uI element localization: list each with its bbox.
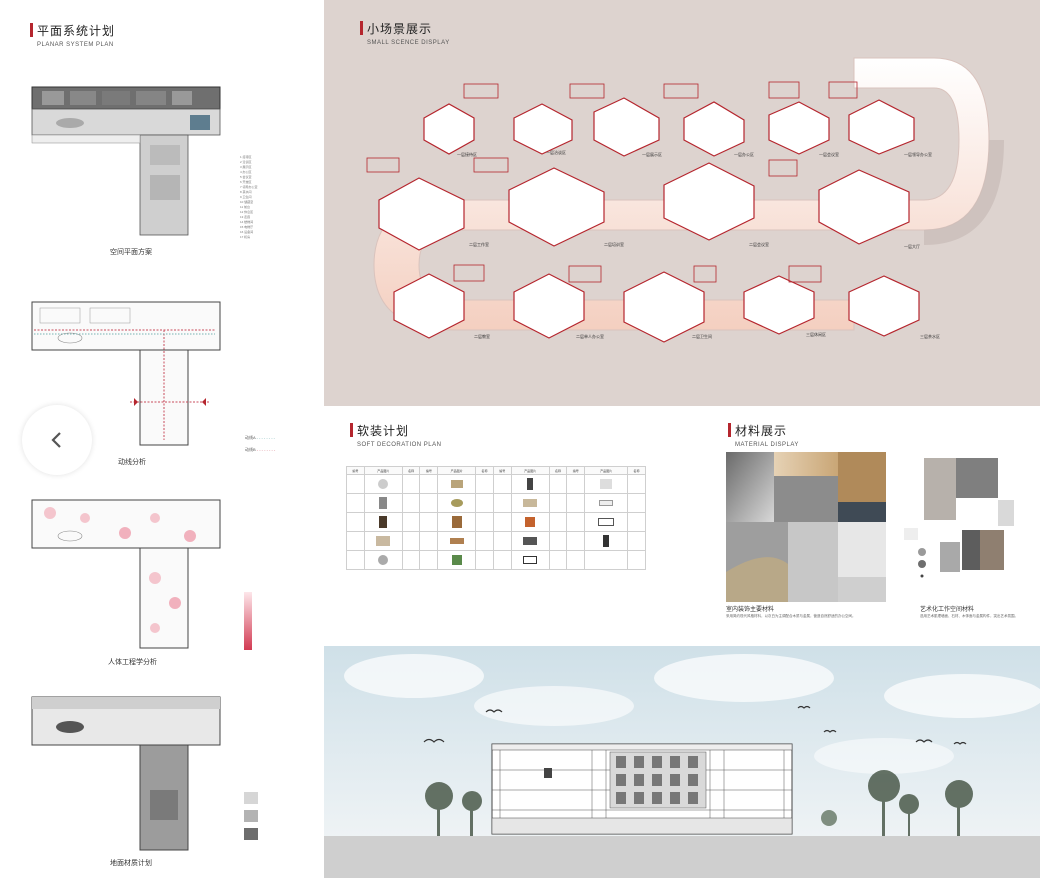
soft-decoration-table: 编号 产品图片 名称 编号 产品图片 名称 编号 产品图片 名称 编号 产品图片… [346, 466, 646, 570]
scene-label-14: 三层休闲区 [806, 332, 826, 337]
material-title-cn: 材料展示 [735, 424, 788, 438]
floor-plan-layout [31, 86, 221, 236]
floor-plan-circulation [31, 301, 221, 446]
soft-title-cn: 软装计划 [357, 424, 410, 438]
scene-label-15: 三层茶水区 [920, 334, 940, 339]
planar-title-en: PLANAR SYSTEM PLAN [37, 42, 114, 48]
scene-label-12: 二层单人办公室 [576, 334, 604, 339]
table-row [346, 474, 646, 494]
scene-label-1: 一层洽谈区 [546, 150, 566, 155]
scene-label-11: 二层教室 [474, 334, 490, 339]
plan-caption-circulation: 动线分析 [118, 459, 146, 466]
circulation-legend-b: 动线B - - - - - - - - [245, 447, 276, 452]
scene-label-2: 一层展示区 [642, 152, 662, 157]
material-caption-right: 艺术化工作空间材料 [920, 607, 975, 613]
scene-section-title: 小场景展示 SMALL SCENCE DISPLAY [360, 20, 450, 46]
scene-label-0: 一层接待区 [457, 152, 477, 157]
th-no-2: 编号 [419, 466, 439, 475]
table-row [346, 531, 646, 551]
scene-label-10: 一层大厅 [904, 244, 920, 249]
th-name-4: 名称 [627, 466, 646, 475]
soft-title-en: SOFT DECORATION PLAN [357, 442, 442, 448]
th-name-1: 名称 [401, 466, 421, 475]
scene-label-9: 二层会议室 [749, 242, 769, 247]
material-collage-right [904, 458, 1014, 578]
material-display-panel: 材料展示 MATERIAL DISPLAY 室内装饰主要材料 采用简约现代风格材… [704, 406, 1040, 646]
floor-plan-materials [31, 696, 221, 851]
material-caption-left: 室内装饰主要材料 [726, 607, 775, 613]
material-swatch-dark [244, 828, 258, 840]
th-name-2: 名称 [475, 466, 494, 475]
th-img-2: 产品图片 [437, 466, 477, 475]
building-elevation [324, 646, 1040, 878]
scene-label-3: 一层办公区 [734, 152, 754, 157]
table-row [346, 512, 646, 532]
planar-section-title: 平面系统计划 PLANAR SYSTEM PLAN [30, 22, 115, 48]
th-name-3: 名称 [548, 466, 568, 475]
th-no-3: 编号 [492, 466, 512, 475]
circulation-legend-b-label: 动线B [245, 447, 256, 452]
soft-decoration-panel: 软装计划 SOFT DECORATION PLAN 编号 产品图片 名称 编号 … [324, 406, 704, 646]
plan-caption-layout: 空间平面方案 [110, 249, 152, 256]
previous-button[interactable] [22, 405, 92, 475]
material-description-left: 采用简约现代风格材料，以灰白为主调配合木质与金属，营造自然舒适的办公空间。 [726, 614, 856, 618]
th-img-1: 产品图片 [363, 466, 403, 475]
th-no-1: 编号 [346, 466, 365, 475]
material-swatch-light [244, 792, 258, 804]
circulation-legend-a-label: 动线A [245, 435, 256, 440]
table-row [346, 550, 646, 570]
material-section-title: 材料展示 MATERIAL DISPLAY [728, 422, 799, 448]
scene-title-cn: 小场景展示 [367, 22, 433, 36]
scene-title-en: SMALL SCENCE DISPLAY [367, 40, 450, 46]
scene-label-7: 二层工作室 [469, 242, 489, 247]
th-no-4: 编号 [566, 466, 586, 475]
scene-label-4: 一层会议室 [819, 152, 839, 157]
soft-table-header: 编号 产品图片 名称 编号 产品图片 名称 编号 产品图片 名称 编号 产品图片… [346, 466, 646, 475]
material-description-right: 选用艺术肌理墙面、石材、木饰面与金属构件，突出艺术氛围。 [920, 614, 1018, 618]
scene-label-8: 二层培训室 [604, 242, 624, 247]
ergonomics-gradient-legend [244, 592, 252, 650]
floor-plan-ergonomics [31, 499, 221, 649]
planar-title-cn: 平面系统计划 [37, 24, 116, 38]
small-scene-panel: 小场景展示 SMALL SCENCE DISPLAY [324, 0, 1040, 406]
th-img-4: 产品图片 [584, 466, 629, 475]
material-collage-left [726, 452, 886, 602]
plan-caption-materials: 地面材质计划 [110, 860, 152, 867]
table-row [346, 493, 646, 513]
chevron-left-icon [51, 432, 61, 448]
scene-path-graphic [366, 57, 1004, 343]
plan-caption-ergonomics: 人体工程学分析 [108, 659, 157, 666]
scene-label-13: 二层卫生间 [692, 334, 712, 339]
circulation-legend-a: 动线A - - - - - - - - [245, 435, 276, 440]
elevation-panel [324, 646, 1040, 878]
scene-label-6: 一层领导办公室 [904, 152, 932, 157]
material-title-en: MATERIAL DISPLAY [735, 442, 799, 448]
th-img-3: 产品图片 [510, 466, 550, 475]
soft-section-title: 软装计划 SOFT DECORATION PLAN [350, 422, 441, 448]
material-swatch-mid [244, 810, 258, 822]
